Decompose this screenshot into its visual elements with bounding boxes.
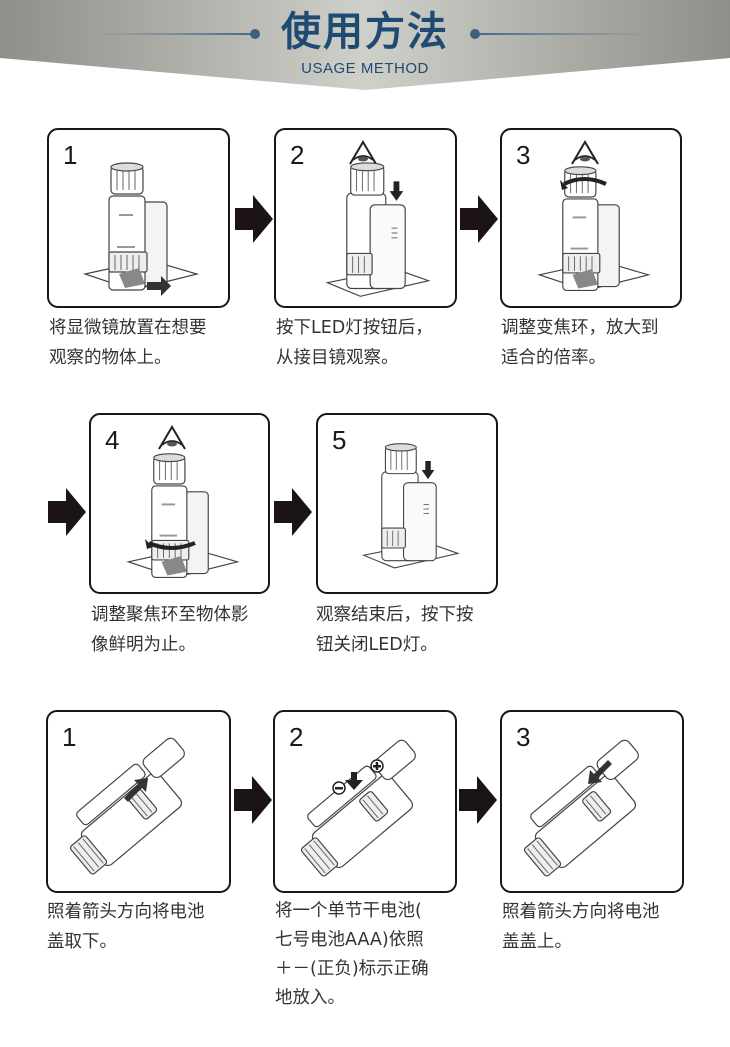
step-number: 1 <box>63 140 78 170</box>
step-number: 5 <box>332 425 347 455</box>
right-arrow-icon <box>235 195 273 243</box>
usage-step-1-panel: 1 <box>47 128 230 308</box>
header-rule-right <box>480 33 650 35</box>
usage-step-1-caption: 将显微镜放置在想要 观察的物体上。 <box>49 318 207 368</box>
usage-step-4-caption: 调整聚焦环至物体影 像鲜明为止。 <box>91 605 249 655</box>
battery-insert-icon <box>297 735 442 881</box>
battery-step-3-panel: 3 <box>500 710 684 893</box>
usage-step-2-panel: 2 <box>274 128 457 308</box>
right-arrow-icon <box>459 776 497 824</box>
banner-background <box>0 0 730 90</box>
usage-step-3-panel: 3 <box>500 128 682 308</box>
battery-step-1-caption: 照着箭头方向将电池 盖取下。 <box>47 902 205 952</box>
battery-step-1-panel: 1 <box>46 710 231 893</box>
step-number: 3 <box>516 722 531 752</box>
battery-cover-close-icon <box>520 735 665 881</box>
usage-step-3-caption: 调整变焦环，放大到 适合的倍率。 <box>501 318 659 368</box>
step-number: 3 <box>516 140 531 170</box>
battery-step-3-caption: 照着箭头方向将电池 盖盖上。 <box>502 902 660 952</box>
microscope-press-led-icon <box>326 141 430 297</box>
battery-step-2-caption: 将一个单节干电池( 七号电池AAA)依照 ＋－(正负)标示正确 地放入。 <box>275 901 429 1008</box>
battery-step-2-panel: 2 <box>273 710 457 893</box>
step-number: 2 <box>289 722 304 752</box>
right-arrow-icon <box>234 776 272 824</box>
microscope-led-off-icon <box>363 443 459 569</box>
right-arrow-icon <box>460 195 498 243</box>
step-number: 1 <box>62 722 77 752</box>
header-dot-right <box>470 29 480 39</box>
step-number: 4 <box>105 425 120 455</box>
page-title: 使用方法 <box>281 9 449 55</box>
page-subtitle: USAGE METHOD <box>301 60 429 77</box>
usage-step-5-caption: 观察结束后，按下按 钮关闭LED灯。 <box>316 605 474 655</box>
eye-icon <box>349 141 377 165</box>
right-arrow-icon <box>48 488 86 536</box>
eye-icon <box>158 426 186 450</box>
usage-step-2-caption: 按下LED灯按钮后， 从接目镜观察。 <box>276 318 433 368</box>
microscope-on-slide-icon <box>84 162 198 296</box>
usage-step-4-panel: 4 <box>89 413 270 594</box>
microscope-zoom-ring-icon <box>538 141 650 292</box>
header-rule-left <box>95 33 250 35</box>
header-dot-left <box>250 29 260 39</box>
right-arrow-icon <box>274 488 312 536</box>
battery-cover-remove-icon <box>66 733 211 879</box>
step-number: 2 <box>290 140 305 170</box>
header-banner: 使用方法 USAGE METHOD <box>0 0 730 92</box>
eye-icon <box>571 141 599 165</box>
usage-step-5-panel: 5 <box>316 413 498 594</box>
microscope-focus-ring-icon <box>127 426 239 579</box>
